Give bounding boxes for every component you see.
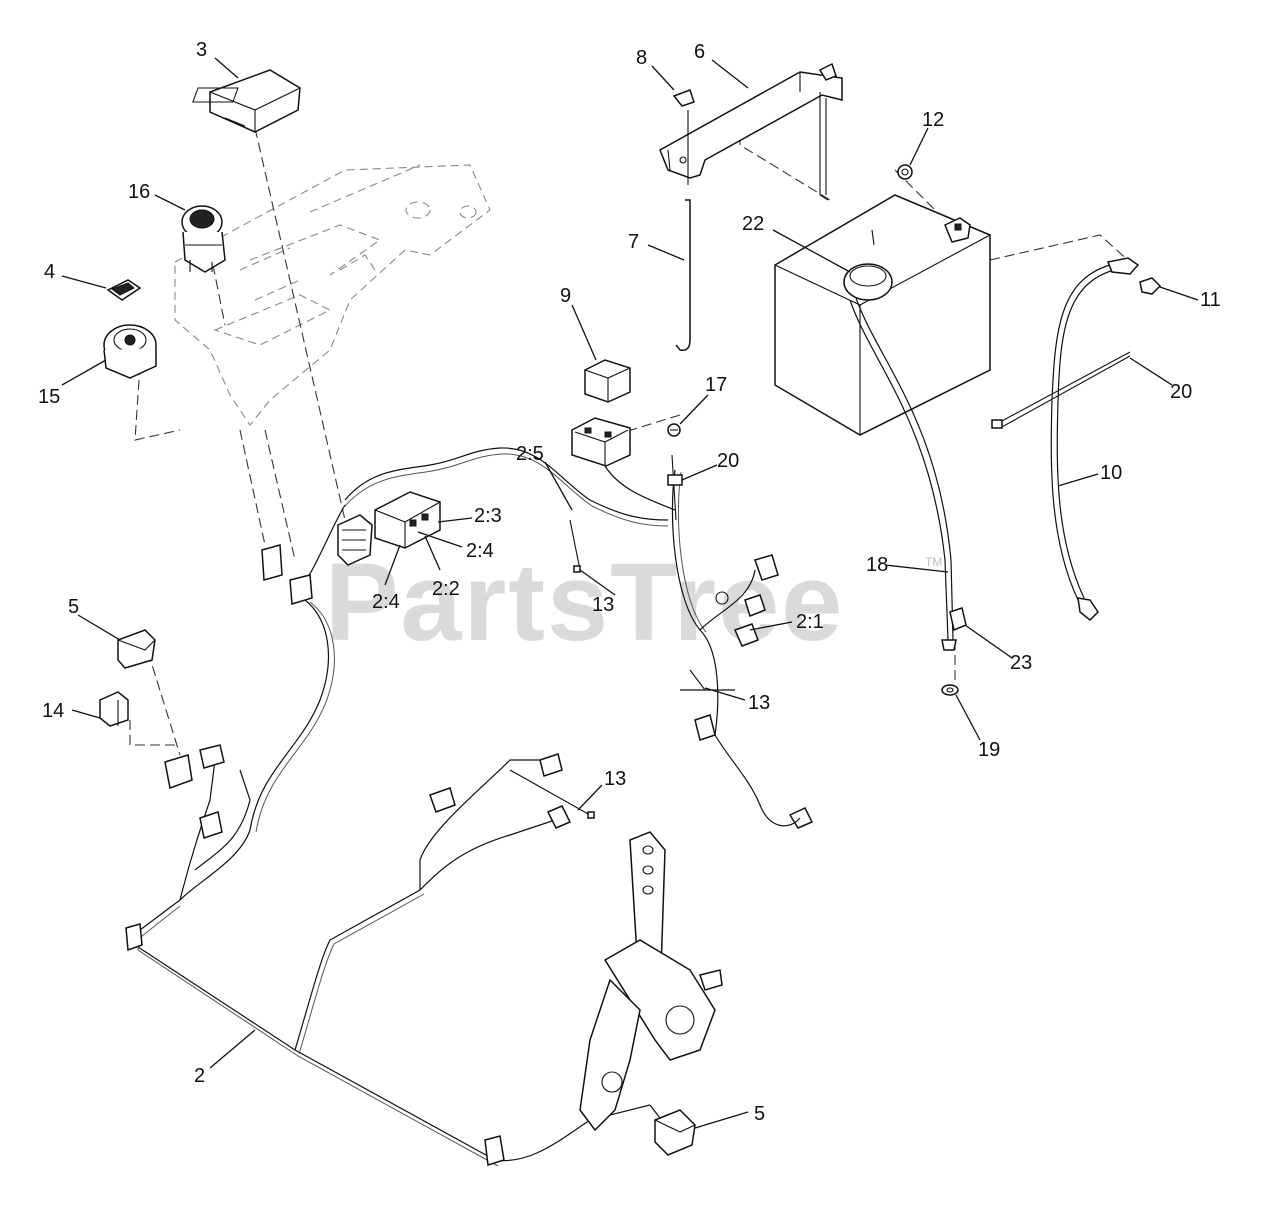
callout-11: 11 [1200, 289, 1221, 311]
part-seat-switch-connector [261, 544, 313, 605]
part-pedal-bracket [579, 831, 723, 1132]
callout-19: 19 [978, 739, 1000, 761]
part-cable-ties [509, 519, 706, 819]
part-switch-upper-left [117, 629, 156, 669]
part-screw [667, 423, 681, 437]
callout-14: 14 [42, 700, 64, 722]
dash-panel-ghost [174, 164, 491, 426]
part-washer [941, 684, 959, 696]
callout-leader-lines [61, 57, 1199, 1129]
callout-6: 6 [694, 41, 705, 63]
callout-16: 16 [128, 181, 150, 203]
callout-5-upper: 5 [68, 596, 79, 618]
part-relay [584, 359, 631, 403]
part-negative-cable [1050, 257, 1140, 622]
part-ignition-switch [103, 324, 157, 379]
part-j-bolt [675, 110, 691, 352]
part-battery [774, 194, 991, 436]
callout-8: 8 [636, 47, 647, 69]
watermark-trademark: TM [925, 555, 942, 569]
part-nut [897, 164, 913, 180]
part-positive-cable [849, 297, 957, 651]
callout-13-lower: 13 [604, 768, 626, 790]
part-ignition-key [106, 279, 142, 301]
callout-18: 18 [866, 554, 888, 576]
callout-20-right: 20 [1170, 381, 1192, 403]
part-cable-tie-center [667, 454, 683, 521]
part-harness-clips [429, 753, 572, 829]
callout-2: 2 [194, 1065, 205, 1087]
part-diode [99, 691, 129, 727]
callout-5-lower: 5 [754, 1103, 765, 1125]
part-push-switch [181, 205, 226, 273]
callout-4: 4 [44, 261, 55, 283]
callout-2-1: 2:1 [796, 611, 824, 633]
callout-9: 9 [560, 285, 571, 307]
part-bolt [1139, 277, 1162, 295]
callout-labels: 3 8 6 12 16 22 7 4 11 9 15 17 20 20 2:5 … [38, 39, 1221, 1125]
part-cable-tie-right [991, 351, 1131, 429]
callout-10: 10 [1100, 462, 1122, 484]
callout-7: 7 [628, 231, 639, 253]
part-battery-bracket [659, 71, 843, 201]
callout-15: 15 [38, 386, 60, 408]
callout-12: 12 [922, 109, 944, 131]
part-wing-nut [672, 62, 837, 107]
part-small-connectors [125, 744, 505, 1166]
callout-13-middle: 13 [748, 692, 770, 714]
callout-22: 22 [742, 213, 764, 235]
callout-13-upper: 13 [592, 594, 614, 616]
callout-17: 17 [705, 374, 727, 396]
part-hour-meter [192, 69, 301, 133]
part-harness-branch-right [604, 465, 814, 829]
callout-2-2: 2:2 [432, 578, 460, 600]
callout-2-4-right: 2:4 [466, 540, 494, 562]
part-relay-socket [571, 417, 631, 467]
callout-2-4-left: 2:4 [372, 591, 400, 613]
part-brake-switch [649, 1104, 696, 1156]
callout-2-3: 2:3 [474, 505, 502, 527]
callout-2-5: 2:5 [516, 443, 544, 465]
callout-3: 3 [196, 39, 207, 61]
callout-20-center: 20 [717, 450, 739, 472]
callout-23: 23 [1010, 652, 1032, 674]
